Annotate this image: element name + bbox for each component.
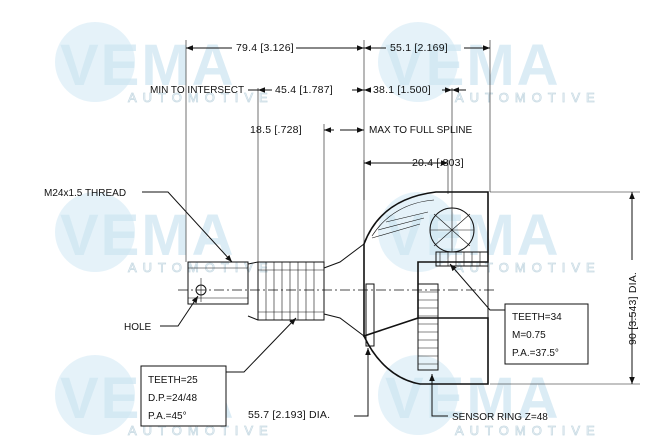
watermark-sub: AUTOMOTIVE [128,260,274,275]
dim-overall-length: 79.4 [3.126] [236,42,294,54]
extension-lines [185,40,640,385]
dimension-lines: 79.4 [3.126] 55.1 [2.169] MIN TO INTERSE… [150,42,639,384]
thread-section [187,261,249,305]
label-min-to-intersect: MIN TO INTERSECT [150,85,244,96]
thread-outline [187,261,249,305]
logo-watermark-mid-left: VEMA AUTOMOTIVE [55,192,274,275]
shaft-spline-spec-box: TEETH=25 D.P.=24/48 P.A.=45° [140,317,297,427]
logo-watermark-mid-right: VEMA AUTOMOTIVE [378,192,601,275]
dim-head-length: 55.1 [2.169] [390,42,448,54]
sensor-ring [417,283,439,371]
logo-watermark-top-right: VEMA AUTOMOTIVE [378,22,601,105]
bell-housing [363,190,489,385]
housing-upper [363,191,489,338]
shaft-dp: D.P.=24/48 [148,393,197,404]
label-max-to-full-spline: MAX TO FULL SPLINE [369,125,473,136]
dim-body-diameter: 90 [3.543] DIA. [627,272,639,345]
logo-watermark-top-left: VEMA AUTOMOTIVE [55,22,274,105]
watermark-sub: AUTOMOTIVE [128,90,274,105]
inner-pa: P.A.=37.5° [512,348,559,359]
callouts: M24x1.5 THREAD HOLE SENSOR RING Z=48 55.… [44,188,548,423]
callout-thread: M24x1.5 THREAD [44,188,126,199]
logo-watermark-bottom-right: VEMA AUTOMOTIVE [378,355,601,438]
watermark-sub: AUTOMOTIVE [128,423,274,438]
watermark-sub: AUTOMOTIVE [455,423,601,438]
watermark-brand: VEMA [60,33,236,98]
watermark-brand: VEMA [385,33,561,98]
inner-spline-spec-box: TEETH=34 M=0.75 P.A.=37.5° [449,263,589,365]
flange-plate [365,283,375,347]
cv-joint-part [178,190,495,385]
shaft-pa: P.A.=45° [148,411,187,422]
inner-teeth: TEETH=34 [512,312,562,323]
inner-module: M=0.75 [512,330,546,341]
dim-spline-length: 18.5 [.728] [250,124,302,136]
callout-hole: HOLE [124,322,152,333]
dim-inner-depth: 20.4 [.803] [412,157,464,169]
watermark-brand: VEMA [60,203,236,268]
callout-sensor-ring: SENSOR RING Z=48 [452,412,548,423]
watermark-brand: VEMA [385,366,561,431]
dim-min-to-intersect: 45.4 [1.787] [275,84,333,96]
dim-sensor-ring-diameter: 55.7 [2.193] DIA. [248,409,330,421]
housing-lower [363,317,489,385]
shaft-teeth: TEETH=25 [148,375,198,386]
watermark-sub: AUTOMOTIVE [455,260,601,275]
watermark-sub: AUTOMOTIVE [455,90,601,105]
dim-intersect-to-end: 38.1 [1.500] [373,84,431,96]
